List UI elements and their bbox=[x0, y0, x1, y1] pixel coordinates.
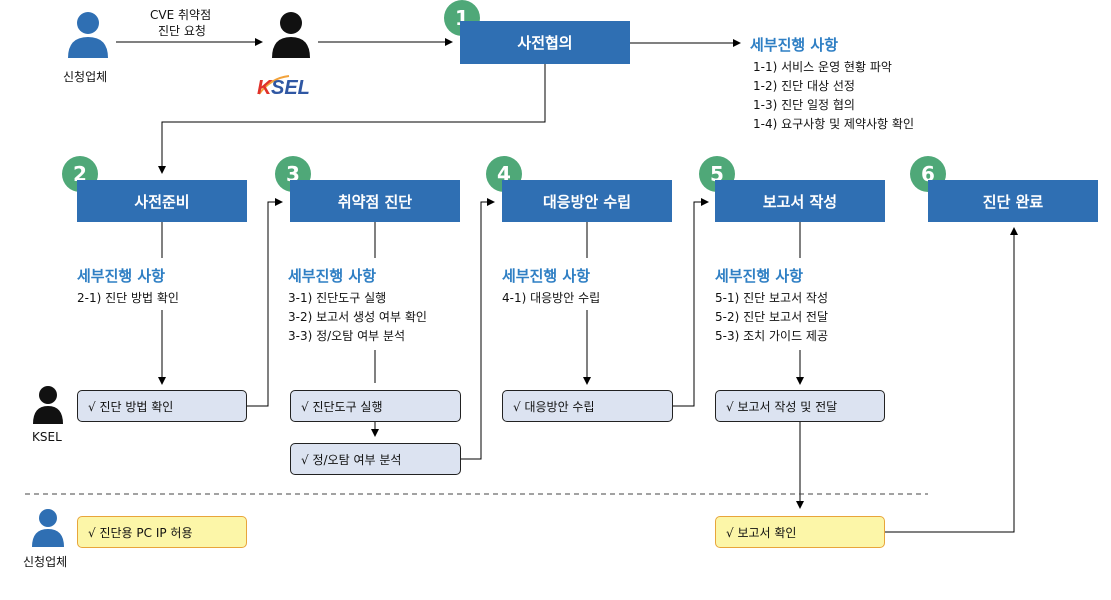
client-person-icon bbox=[66, 10, 110, 64]
detail-5-3: 5-3) 조치 가이드 제공 bbox=[715, 329, 829, 343]
stage-5-detail-heading: 세부진행 사항 bbox=[715, 267, 804, 285]
task-report-confirm: √ 보고서 확인 bbox=[715, 516, 885, 548]
stage-1-box: 사전협의 bbox=[460, 21, 630, 64]
stage-4-detail-heading: 세부진행 사항 bbox=[502, 267, 591, 285]
stage-2-detail-list: 2-1) 진단 방법 확인 bbox=[77, 289, 179, 308]
svg-text:SEL: SEL bbox=[271, 77, 310, 98]
stage-5-number: 5 bbox=[699, 156, 735, 192]
ksel-person-icon bbox=[270, 10, 312, 64]
stage-4-box: 대응방안 수립 bbox=[502, 180, 672, 222]
detail-1-1: 1-1) 서비스 운영 현황 파악 bbox=[753, 60, 892, 74]
stage-6-box: 진단 완료 bbox=[928, 180, 1098, 222]
stage-4-detail-list: 4-1) 대응방안 수립 bbox=[502, 289, 600, 308]
stage-2-box: 사전준비 bbox=[77, 180, 247, 222]
detail-1-4: 1-4) 요구사항 및 제약사항 확인 bbox=[753, 117, 914, 131]
detail-3-2: 3-2) 보고서 생성 여부 확인 bbox=[288, 310, 427, 324]
ksel-side-person-icon bbox=[32, 385, 64, 429]
stage-2-detail-heading: 세부진행 사항 bbox=[77, 267, 166, 285]
stage-3-box: 취약점 진단 bbox=[290, 180, 460, 222]
task-allow-ip: √ 진단용 PC IP 허용 bbox=[77, 516, 247, 548]
stage-3-detail-list: 3-1) 진단도구 실행 3-2) 보고서 생성 여부 확인 3-3) 정/오탐… bbox=[288, 289, 427, 346]
stage-3-detail-heading: 세부진행 사항 bbox=[288, 267, 377, 285]
client-label-bottom: 신청업체 bbox=[23, 555, 68, 569]
ksel-logo: K SEL bbox=[253, 72, 333, 99]
ksel-side-label: KSEL bbox=[32, 430, 62, 444]
client-label-top: 신청업체 bbox=[63, 70, 108, 84]
stage-1-detail-heading: 세부진행 사항 bbox=[750, 36, 839, 54]
task-false-positive: √ 정/오탐 여부 분석 bbox=[290, 443, 461, 475]
detail-1-3: 1-3) 진단 일정 협의 bbox=[753, 98, 855, 112]
detail-3-1: 3-1) 진단도구 실행 bbox=[288, 291, 387, 305]
detail-1-2: 1-2) 진단 대상 선정 bbox=[753, 79, 855, 93]
task-method-check: √ 진단 방법 확인 bbox=[77, 390, 247, 422]
request-label-line2: 진단 요청 bbox=[158, 24, 206, 38]
request-label-line1: CVE 취약점 bbox=[150, 8, 212, 22]
detail-5-2: 5-2) 진단 보고서 전달 bbox=[715, 310, 829, 324]
stage-1-detail-list: 1-1) 서비스 운영 현황 파악 1-2) 진단 대상 선정 1-3) 진단 … bbox=[753, 58, 914, 134]
task-report-write: √ 보고서 작성 및 전달 bbox=[715, 390, 885, 422]
detail-3-3: 3-3) 정/오탐 여부 분석 bbox=[288, 329, 406, 343]
svg-text:K: K bbox=[257, 77, 273, 98]
task-run-tool: √ 진단도구 실행 bbox=[290, 390, 461, 422]
detail-4-1: 4-1) 대응방안 수립 bbox=[502, 291, 601, 305]
stage-5-detail-list: 5-1) 진단 보고서 작성 5-2) 진단 보고서 전달 5-3) 조치 가이… bbox=[715, 289, 828, 346]
client-bottom-person-icon bbox=[31, 508, 65, 552]
stage-5-box: 보고서 작성 bbox=[715, 180, 885, 222]
detail-2-1: 2-1) 진단 방법 확인 bbox=[77, 291, 179, 305]
task-countermeasure: √ 대응방안 수립 bbox=[502, 390, 673, 422]
detail-5-1: 5-1) 진단 보고서 작성 bbox=[715, 291, 829, 305]
